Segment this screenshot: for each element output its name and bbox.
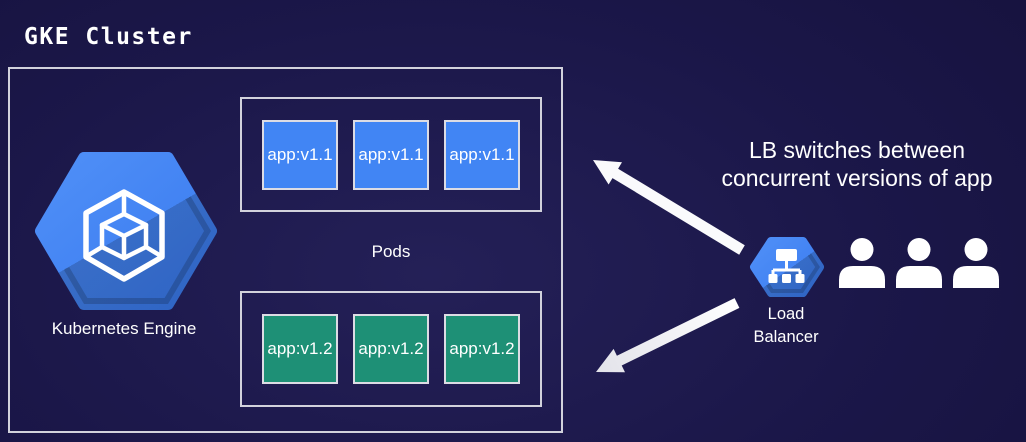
load-balancer-label-line1: Load bbox=[767, 305, 805, 323]
load-balancer-arrows bbox=[578, 138, 762, 394]
kubernetes-engine-label: Kubernetes Engine bbox=[51, 319, 197, 338]
lb-tree-glyph bbox=[768, 249, 805, 283]
load-balancer-label-line2: Balancer bbox=[753, 328, 819, 346]
pod-app-v1-1: app:v1.1 bbox=[262, 119, 338, 190]
pod-app-v1-2: app:v1.2 bbox=[353, 314, 429, 384]
pod-app-v1-1: app:v1.1 bbox=[444, 119, 520, 190]
pods-group-v1-1: app:v1.1 app:v1.1 app:v1.1 bbox=[240, 97, 542, 212]
lb-annotation: LB switches between concurrent versions … bbox=[688, 136, 1026, 192]
lb-annotation-line1: LB switches between bbox=[748, 137, 966, 163]
pod-app-v1-2: app:v1.2 bbox=[262, 314, 338, 384]
gke-cluster-boundary: Kubernetes Engine app:v1.1 app:v1.1 app:… bbox=[8, 67, 563, 433]
load-balancer-icon bbox=[748, 236, 826, 298]
arrow-to-v1-1-icon bbox=[593, 160, 745, 255]
arrow-to-v1-2-icon bbox=[596, 298, 740, 373]
diagram-title: GKE Cluster bbox=[24, 24, 193, 50]
pods-label: Pods bbox=[371, 242, 411, 261]
kubernetes-engine-icon bbox=[32, 147, 220, 315]
users-group bbox=[838, 238, 1000, 288]
pod-app-v1-1: app:v1.1 bbox=[353, 119, 429, 190]
user-icon bbox=[896, 238, 942, 288]
pods-group-v1-2: app:v1.2 app:v1.2 app:v1.2 bbox=[240, 291, 542, 407]
pod-app-v1-2: app:v1.2 bbox=[444, 314, 520, 384]
load-balancer-label: Load Balancer bbox=[726, 303, 846, 349]
user-icon bbox=[839, 238, 885, 288]
lb-annotation-line2: concurrent versions of app bbox=[721, 165, 993, 191]
user-icon bbox=[953, 238, 999, 288]
